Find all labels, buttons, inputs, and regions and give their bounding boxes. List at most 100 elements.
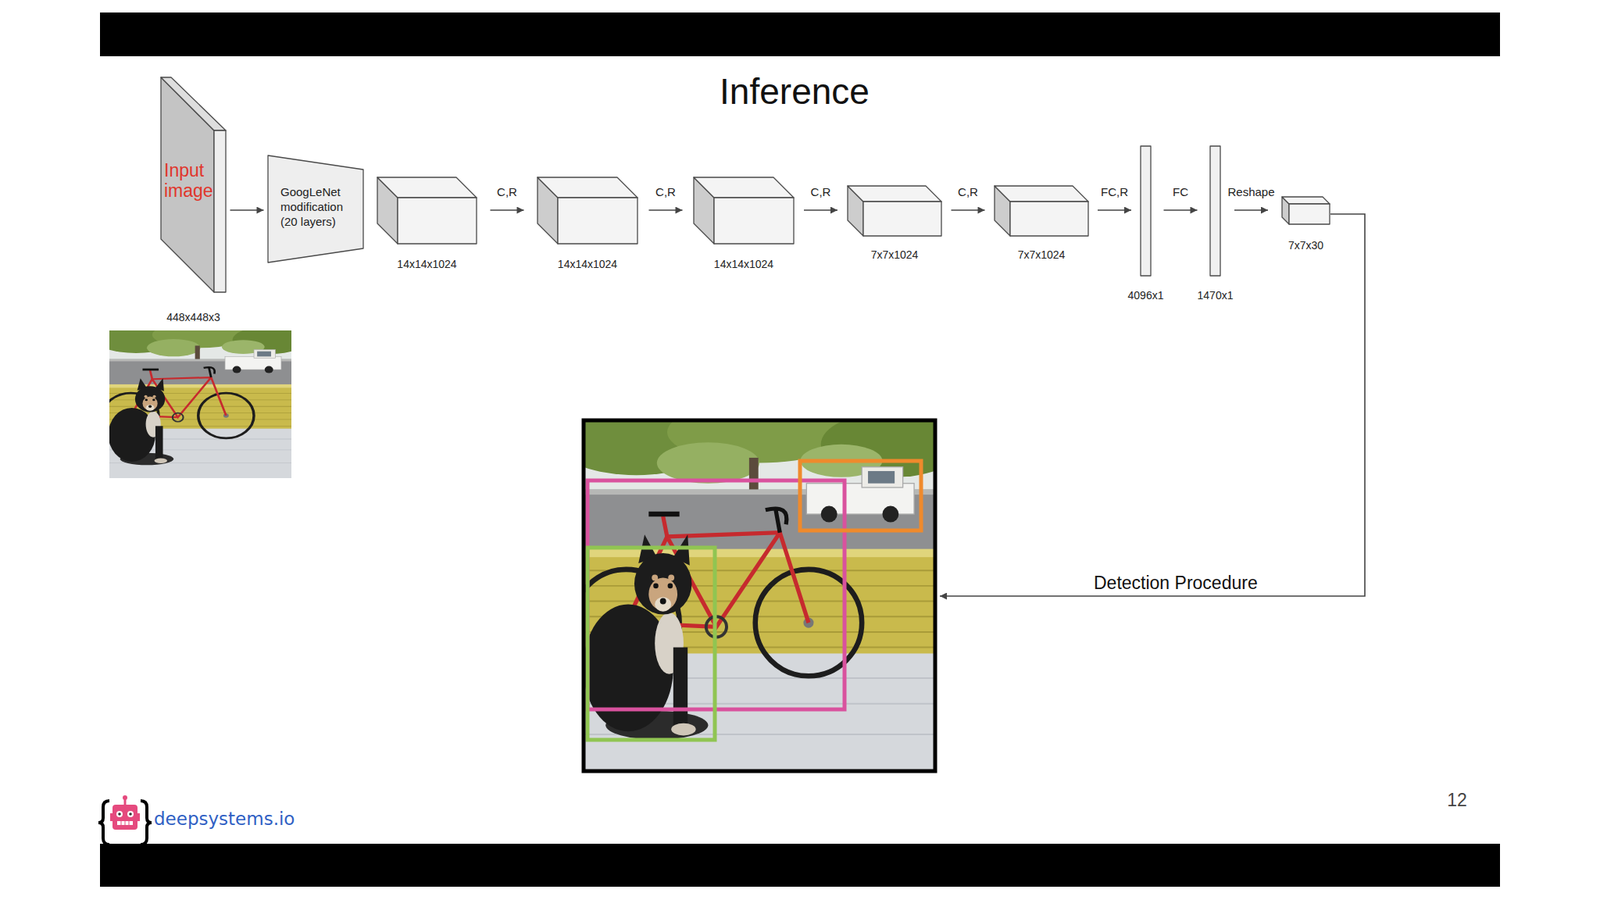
cube-outline <box>693 177 794 244</box>
input-label: Input image <box>164 160 214 202</box>
cube-face <box>714 197 794 244</box>
input-photo <box>92 321 308 479</box>
label-holder: 12 <box>1433 789 1481 811</box>
cube-face <box>847 185 942 202</box>
layer-op-label: FC <box>1171 185 1190 199</box>
backbone-trapezoid: GoogLeNet modification (20 layers) <box>267 155 364 263</box>
cube-face <box>377 177 477 198</box>
arrow-connector <box>951 209 986 211</box>
text-holder: 7x7x1024 <box>785 248 1004 262</box>
layer-op-label: C,R <box>809 185 833 199</box>
edge-label-holder: FC <box>1133 185 1228 200</box>
text-holder: GoogLeNet modification (20 layers) <box>280 185 354 229</box>
dimension-label: 7x7x1024 <box>932 248 1151 262</box>
label-holder: Detection Procedure <box>1093 572 1313 593</box>
brand-logo <box>125 821 126 825</box>
dimension-label: 7x7x1024 <box>785 248 1004 262</box>
text-holder: 14x14x1024 <box>475 257 700 272</box>
arrow-connector <box>1097 209 1132 211</box>
brand-logo <box>98 800 110 845</box>
detection-line <box>939 214 1365 597</box>
dimension-label: 1470x1 <box>1147 289 1283 303</box>
bar-outline <box>1140 146 1151 276</box>
text-holder: 448x448x3 <box>98 310 289 325</box>
edge-label-holder: C,R <box>460 185 554 200</box>
dimension-label: 448x448x3 <box>98 310 289 325</box>
trap-face <box>267 155 364 263</box>
arrow-connector <box>803 209 838 211</box>
edge-label-holder: Reshape <box>1204 185 1299 200</box>
fc-layer-bar: 1470x1 <box>1210 146 1221 276</box>
slab-face <box>214 130 226 293</box>
edge-label-holder: FC,R <box>1067 185 1162 200</box>
page-number: 12 <box>1433 789 1481 811</box>
feature-map-cube: 7x7x30 <box>1282 196 1330 225</box>
dimension-label: 7x7x30 <box>1219 239 1393 253</box>
brand-logo <box>117 821 133 825</box>
text-holder: 1470x1 <box>1147 289 1283 303</box>
cube-face <box>1282 196 1330 204</box>
text-holder: 7x7x1024 <box>932 248 1151 262</box>
bar-outline <box>1210 146 1221 276</box>
detection-result-image <box>554 401 965 771</box>
layer-op-label: C,R <box>956 185 980 199</box>
arrow-connector <box>230 209 265 211</box>
cube-face <box>863 201 942 236</box>
backbone-label: GoogLeNet modification (20 layers) <box>280 185 354 229</box>
brand-logo <box>127 810 134 818</box>
arrow-connector <box>1234 209 1268 211</box>
feature-map-cube: 14x14x1024 <box>537 177 638 244</box>
cube-outline <box>847 185 942 236</box>
detection-result-image <box>554 401 965 772</box>
cube-face <box>557 197 638 244</box>
image-frame <box>583 420 936 772</box>
feature-map-cube: 7x7x1024 <box>847 185 942 236</box>
layer-op-label: C,R <box>653 185 678 199</box>
slab-face <box>160 77 215 293</box>
brand-logo <box>140 800 152 845</box>
fc-layer-bar: 4096x1 <box>1140 146 1151 276</box>
text-holder: 14x14x1024 <box>631 257 857 272</box>
cube-face <box>537 177 638 198</box>
edge-label-holder: C,R <box>774 185 868 200</box>
text-holder: 4096x1 <box>1078 289 1214 303</box>
bar-face <box>1210 146 1221 276</box>
input-image-slab: Input image448x448x3 <box>160 77 226 293</box>
dimension-label: 14x14x1024 <box>475 257 700 272</box>
text-holder: 14x14x1024 <box>314 257 540 272</box>
cube-face <box>994 185 1089 202</box>
cube-outline <box>537 177 638 244</box>
procedure-label: Detection Procedure <box>1093 572 1313 593</box>
arrow-connector <box>1164 209 1198 211</box>
brand-logo <box>128 821 130 825</box>
top-bar <box>100 12 1500 57</box>
brand-logo <box>117 812 122 816</box>
feature-map-cube: 14x14x1024 <box>693 177 794 244</box>
slide-title: Inference <box>638 71 951 113</box>
layer-op-label: Reshape <box>1225 185 1276 199</box>
arrow-connector <box>649 209 683 211</box>
bar-face <box>1140 146 1151 276</box>
text-holder: 7x7x30 <box>1219 239 1393 253</box>
cube-outline <box>377 177 477 244</box>
brand-logo <box>128 812 133 816</box>
title-holder: Inference <box>638 71 951 113</box>
label-holder: deepsystems.io <box>153 808 358 829</box>
cube-outline <box>994 185 1089 236</box>
brand-logo <box>121 821 122 825</box>
cube-face <box>397 197 477 244</box>
layer-op-label: C,R <box>495 185 519 199</box>
edge-label-holder: C,R <box>921 185 1015 200</box>
brand-logo <box>122 795 128 800</box>
text-holder: Input image <box>164 160 214 202</box>
dog-box <box>587 547 715 740</box>
cube-face <box>693 177 794 198</box>
bottom-bar <box>100 843 1500 887</box>
slab-face <box>160 77 226 131</box>
edge-label-holder: C,R <box>618 185 713 200</box>
cube-face <box>1289 203 1330 225</box>
